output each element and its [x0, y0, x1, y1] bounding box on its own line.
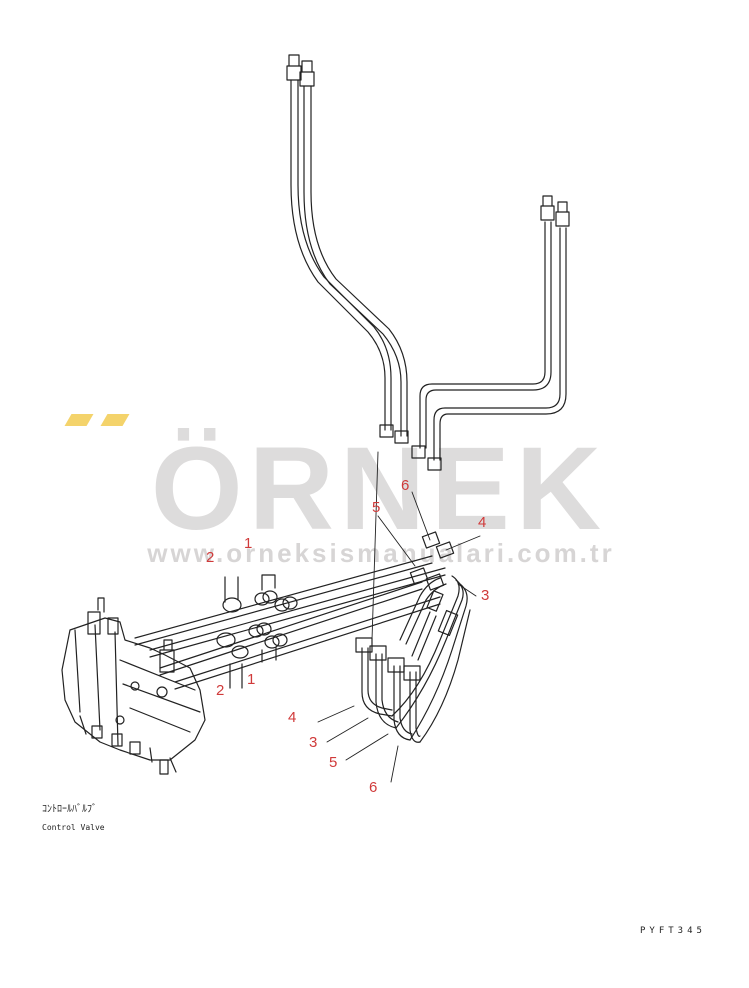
fittings-and-orings — [216, 574, 298, 689]
component-label-jp: ｺﾝﾄﾛｰﾙﾊﾞﾙﾌﾞ — [42, 804, 97, 815]
upper-left-pipe-pair — [286, 54, 409, 444]
callout-part-5-lower: 5 — [329, 754, 338, 771]
component-label-en: Control Valve — [42, 823, 105, 832]
callout-part-4-upper: 4 — [478, 514, 487, 531]
hose-assemblies — [355, 531, 471, 743]
callout-part-6-upper: 6 — [401, 477, 410, 494]
long-pipes — [134, 555, 446, 690]
drawing-code: PYFT345 — [640, 926, 706, 936]
callout-part-3-upper: 3 — [481, 587, 490, 604]
callout-part-5-upper: 5 — [372, 499, 381, 516]
leader-lines — [317, 451, 481, 783]
callout-part-2-lower: 2 — [216, 682, 225, 699]
callout-part-1-upper: 1 — [244, 535, 253, 552]
callout-part-1-lower: 1 — [247, 671, 256, 688]
callout-part-3-lower: 3 — [309, 734, 318, 751]
callout-part-4-lower: 4 — [288, 709, 297, 726]
callout-part-2-upper: 2 — [206, 549, 215, 566]
watermark-url: www.orneksismanualari.com.tr — [147, 538, 615, 568]
callout-part-6-lower: 6 — [369, 779, 378, 796]
control-valve-body — [61, 597, 206, 775]
upper-right-pipe-pair — [411, 195, 570, 471]
